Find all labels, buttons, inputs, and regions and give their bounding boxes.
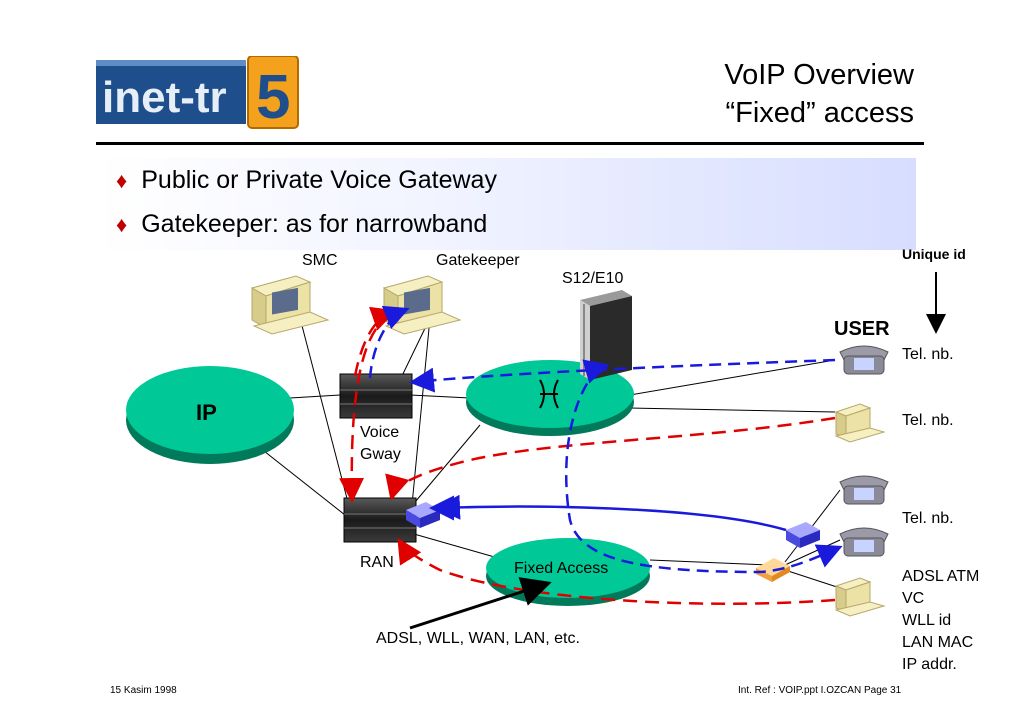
footer-ref: Int. Ref : VOIP.ppt I.OZCAN Page 31: [738, 685, 902, 696]
telephone-icon-2: [839, 475, 889, 505]
diamond-bullet-icon: ♦: [116, 212, 128, 237]
ip-network-ellipse: [126, 366, 294, 464]
user-id-item: WLL id: [902, 612, 952, 629]
page-title: VoIP Overview “Fixed” access: [724, 56, 914, 132]
bullet-panel: ♦ Public or Private Voice Gateway ♦ Gateke…: [96, 158, 916, 250]
voice-gway-label-1: Voice: [360, 424, 400, 441]
smc-workstation-icon: [250, 275, 330, 335]
blue-paths: [368, 305, 843, 574]
s12-label: S12/E10: [562, 270, 624, 287]
ran-label: RAN: [360, 554, 394, 571]
voice-gateway-icon: [339, 373, 413, 419]
ran-server-icon: [343, 497, 417, 543]
ip-label: IP: [196, 400, 217, 425]
user-label: USER: [834, 318, 890, 340]
logo-text: inet-tr: [102, 73, 227, 122]
fixed-access-label: Fixed Access: [514, 560, 609, 577]
access-types-arrow: [409, 577, 552, 630]
voice-gway-label-2: Gway: [360, 446, 401, 463]
user-switch-icon: [786, 522, 820, 548]
gatekeeper-workstation-icon: [382, 275, 462, 335]
unique-id-label: Unique id: [902, 246, 966, 262]
tel-nb-label-3: Tel. nb.: [902, 510, 954, 527]
user-ids-list: ADSL ATM VC WLL id LAN MAC IP addr.: [902, 566, 979, 676]
user-id-item: LAN MAC: [902, 634, 974, 651]
bullet-item: ♦ Public or Private Voice Gateway: [116, 166, 497, 195]
telephone-icon-1: [839, 345, 889, 375]
user-id-item: IP addr.: [902, 656, 957, 673]
logo-number: 5: [256, 63, 290, 132]
bullet-text: Gatekeeper: as for narrowband: [141, 210, 488, 238]
user-id-item: ADSL ATM: [902, 568, 980, 585]
title-line-1: VoIP Overview: [724, 59, 914, 91]
tel-nb-label-2: Tel. nb.: [902, 412, 954, 429]
bullet-item: ♦ Gatekeeper: as for narrowband: [116, 210, 487, 239]
inet-tr-logo: inet-tr 5: [96, 55, 306, 134]
title-line-2: “Fixed” access: [725, 97, 914, 129]
footer-date: 15 Kasim 1998: [110, 685, 177, 696]
tel-nb-label-1: Tel. nb.: [902, 346, 954, 363]
s12-exchange-icon: [580, 290, 632, 380]
access-types-label: ADSL, WLL, WAN, LAN, etc.: [376, 630, 580, 647]
bullet-text: Public or Private Voice Gateway: [141, 166, 497, 194]
diamond-bullet-icon: ♦: [116, 168, 128, 193]
user-pc-icon-1: [834, 403, 886, 443]
gatekeeper-label: Gatekeeper: [436, 252, 520, 269]
telephone-icon-3: [839, 527, 889, 557]
user-id-item: VC: [902, 590, 925, 607]
user-pc-icon-2: [834, 577, 886, 617]
smc-label: SMC: [302, 252, 338, 269]
title-divider: [96, 142, 924, 145]
